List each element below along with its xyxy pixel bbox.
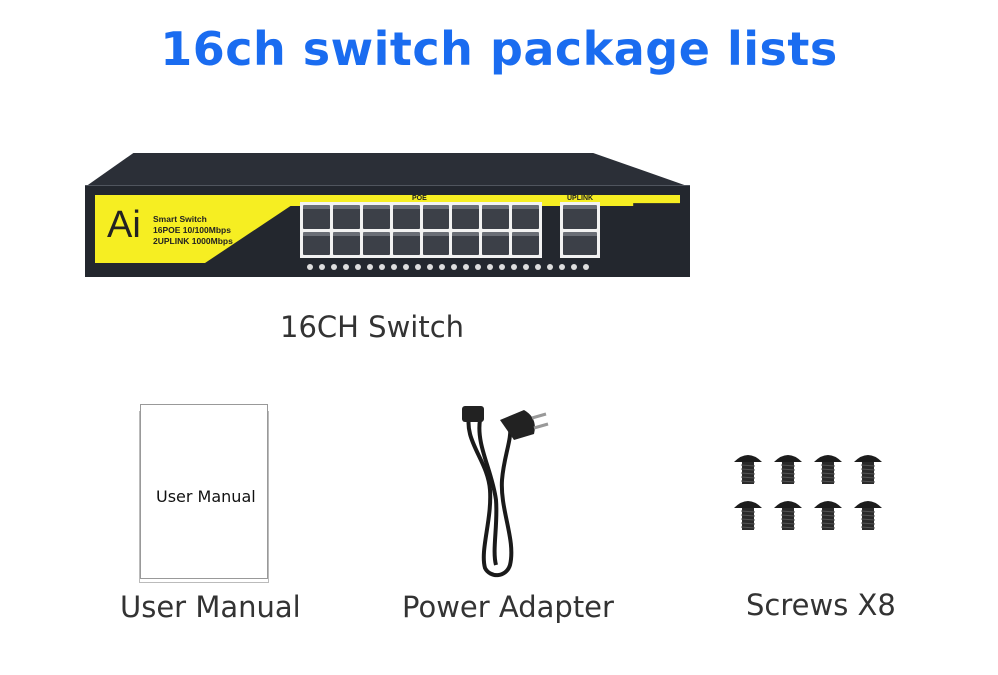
- poe-ports: [300, 202, 542, 258]
- uplink-label: UPLINK: [565, 195, 596, 202]
- poe-label: POE: [410, 195, 429, 202]
- screw-icon: [854, 501, 882, 530]
- poe-port: [303, 205, 330, 229]
- switch-spec-line: 2UPLINK 1000Mbps: [153, 236, 233, 246]
- poe-port: [362, 231, 390, 255]
- status-led: [427, 264, 433, 270]
- status-led: [523, 264, 529, 270]
- status-leds: [307, 264, 589, 270]
- screw-icon: [774, 455, 802, 484]
- status-led: [475, 264, 481, 270]
- status-led: [379, 264, 385, 270]
- status-led: [583, 264, 589, 270]
- switch-top-cover: [85, 153, 690, 187]
- status-led: [571, 264, 577, 270]
- uplink-ports: [560, 202, 600, 258]
- screw-icon: [814, 501, 842, 530]
- status-led: [391, 264, 397, 270]
- poe-port: [332, 231, 360, 255]
- poe-port: [332, 205, 360, 229]
- status-led: [439, 264, 445, 270]
- poe-port: [482, 231, 510, 255]
- status-led: [547, 264, 553, 270]
- power-cable-icon: [462, 406, 549, 578]
- manual-caption: User Manual: [120, 590, 301, 624]
- poe-port: [452, 205, 480, 229]
- status-led: [511, 264, 517, 270]
- switch-front-panel: Ai Smart Switch 16POE 10/100Mbps 2UPLINK…: [85, 185, 690, 277]
- status-led: [499, 264, 505, 270]
- poe-port: [362, 205, 390, 229]
- status-led: [319, 264, 325, 270]
- status-led: [367, 264, 373, 270]
- screw-icon: [734, 501, 762, 530]
- poe-port: [392, 231, 420, 255]
- poe-port: [422, 231, 450, 255]
- screws-group: [732, 448, 892, 538]
- switch-spec-line: Smart Switch: [153, 214, 207, 224]
- poe-port: [512, 231, 539, 255]
- status-led: [307, 264, 313, 270]
- switch-spec-line: 16POE 10/100Mbps: [153, 225, 231, 235]
- screw-icon: [774, 501, 802, 530]
- status-led: [343, 264, 349, 270]
- status-led: [487, 264, 493, 270]
- screw-icon: [734, 455, 762, 484]
- status-led: [331, 264, 337, 270]
- status-led: [559, 264, 565, 270]
- status-led: [403, 264, 409, 270]
- manual-cover-text: User Manual: [156, 487, 256, 506]
- poe-port: [422, 205, 450, 229]
- power-caption: Power Adapter: [402, 590, 614, 624]
- page-title: 16ch switch package lists: [160, 22, 838, 76]
- status-led: [415, 264, 421, 270]
- screw-icon: [854, 455, 882, 484]
- uplink-port: [563, 205, 597, 229]
- poe-port: [452, 231, 480, 255]
- status-led: [451, 264, 457, 270]
- status-led: [355, 264, 361, 270]
- uplink-port: [563, 231, 597, 255]
- status-led: [535, 264, 541, 270]
- switch-caption: 16CH Switch: [280, 310, 465, 344]
- screws-caption: Screws X8: [746, 588, 896, 622]
- user-manual-image: User Manual: [139, 404, 269, 583]
- status-led: [463, 264, 469, 270]
- poe-port: [303, 231, 330, 255]
- switch-logo: Ai: [107, 204, 141, 246]
- poe-port: [392, 205, 420, 229]
- poe-port: [482, 205, 510, 229]
- poe-port: [512, 205, 539, 229]
- screw-icon: [814, 455, 842, 484]
